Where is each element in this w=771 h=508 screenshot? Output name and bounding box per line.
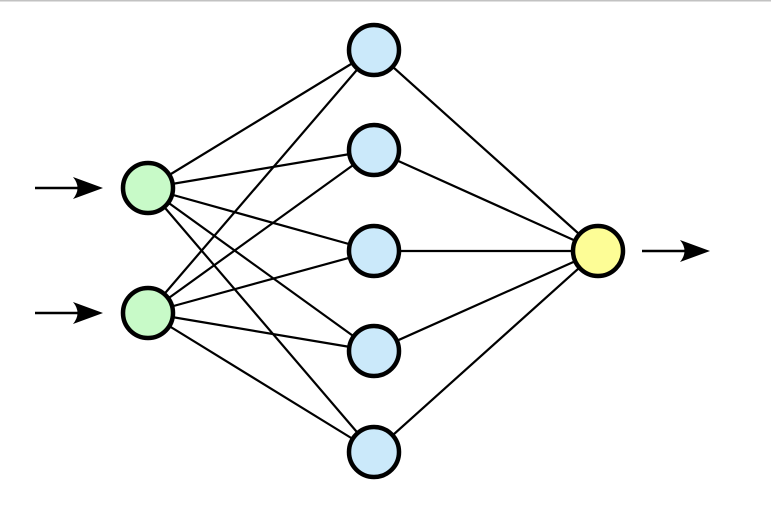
edge-input2-hidden2 [147,149,375,314]
input-node-2 [120,285,176,341]
input-arrow-2-head [73,302,103,324]
edge-input1-hidden5 [147,187,375,453]
edge-input2-hidden5 [147,312,375,453]
edge-hidden1-output1 [373,49,599,252]
edge-input2-hidden4 [147,311,375,353]
edge-input1-hidden3 [147,186,375,253]
hidden-node-4 [346,323,402,379]
edge-input1-hidden2 [147,148,375,190]
output-arrow-head [680,240,710,262]
edge-input2-hidden3 [147,249,375,315]
hidden-node-1 [346,22,402,78]
edge-input1-hidden4 [147,187,375,352]
hidden-node-3 [346,223,402,279]
edge-input2-hidden1 [147,49,375,314]
input-arrow-1-head [73,177,103,199]
edge-hidden4-output1 [373,249,599,353]
hidden-node-5 [346,424,402,480]
edge-input1-hidden1 [147,49,375,189]
input-node-1 [120,160,176,216]
edge-hidden2-output1 [373,148,599,253]
hidden-node-2 [346,122,402,178]
output-node-1 [570,223,626,279]
edge-hidden5-output1 [373,250,599,453]
